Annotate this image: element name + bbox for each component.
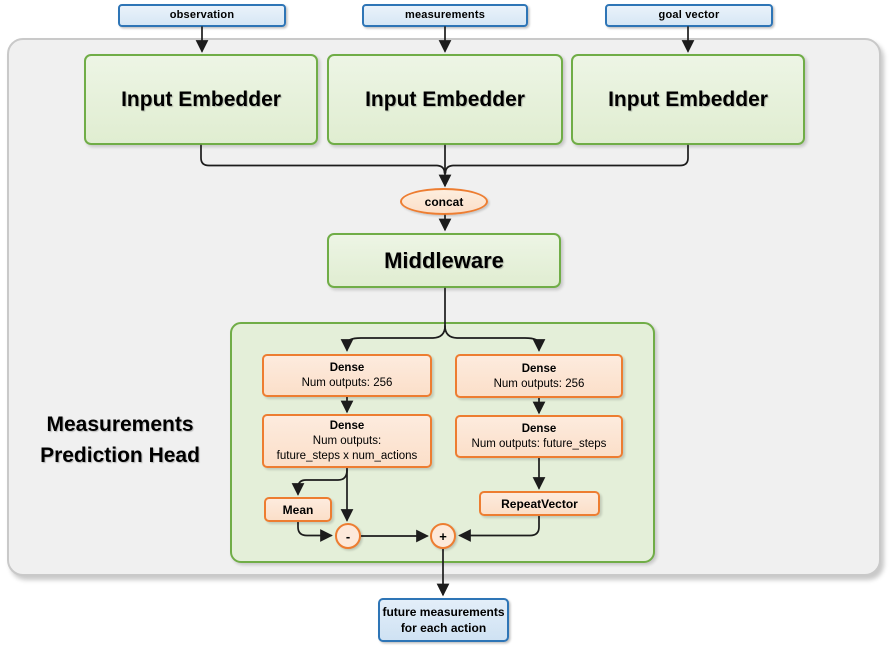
repeat-vector-node: RepeatVector — [479, 491, 600, 516]
dense-left-2: Dense Num outputs: future_steps x num_ac… — [262, 414, 432, 468]
dense-right-2: Dense Num outputs: future_steps — [455, 415, 623, 458]
input-node-goal-vector-label: goal vector — [658, 9, 720, 21]
input-embedder-2: Input Embedder — [327, 54, 563, 145]
dense-left-2-sub2: future_steps x num_actions — [276, 450, 418, 462]
subtract-op-label: - — [345, 528, 351, 544]
input-embedder-1: Input Embedder — [84, 54, 318, 145]
input-embedder-3: Input Embedder — [571, 54, 805, 145]
input-node-observation: observation — [118, 4, 286, 27]
output-label-line2: for each action — [400, 621, 487, 635]
mean-label: Mean — [282, 502, 314, 517]
dense-right-1: Dense Num outputs: 256 — [455, 354, 623, 398]
middleware-label: Middleware — [384, 247, 504, 273]
input-node-measurements-label: measurements — [404, 9, 486, 21]
input-embedder-2-label: Input Embedder — [365, 87, 525, 111]
input-embedder-1-label: Input Embedder — [121, 87, 281, 111]
dense-right-2-sub: Num outputs: future_steps — [471, 438, 607, 450]
repeat-vector-label: RepeatVector — [501, 496, 578, 511]
add-op-node: + — [430, 523, 456, 549]
dense-left-1-title: Dense — [329, 362, 365, 374]
dense-left-1: Dense Num outputs: 256 — [262, 354, 432, 397]
output-node: future measurements for each action — [378, 598, 509, 642]
output-label-line1: future measurements — [382, 605, 505, 619]
middleware-node: Middleware — [327, 233, 561, 288]
prediction-head-title: Measurements Prediction Head — [15, 409, 225, 471]
concat-node: concat — [400, 188, 488, 215]
dense-left-1-sub: Num outputs: 256 — [301, 377, 393, 389]
concat-label: concat — [424, 194, 464, 209]
dense-left-2-title: Dense — [329, 420, 365, 432]
dense-right-1-sub: Num outputs: 256 — [493, 377, 585, 390]
dense-right-1-title: Dense — [521, 362, 557, 375]
prediction-head-title-line1: Measurements — [46, 413, 194, 436]
input-node-observation-label: observation — [169, 9, 235, 21]
input-node-goal-vector: goal vector — [605, 4, 773, 27]
prediction-head-title-line2: Prediction Head — [40, 444, 200, 467]
subtract-op-node: - — [335, 523, 361, 549]
dense-right-2-title: Dense — [521, 423, 557, 435]
dense-left-2-sub1: Num outputs: — [312, 435, 382, 447]
input-node-measurements: measurements — [362, 4, 528, 27]
input-embedder-3-label: Input Embedder — [608, 87, 768, 111]
add-op-label: + — [439, 528, 447, 544]
mean-node: Mean — [264, 497, 332, 522]
